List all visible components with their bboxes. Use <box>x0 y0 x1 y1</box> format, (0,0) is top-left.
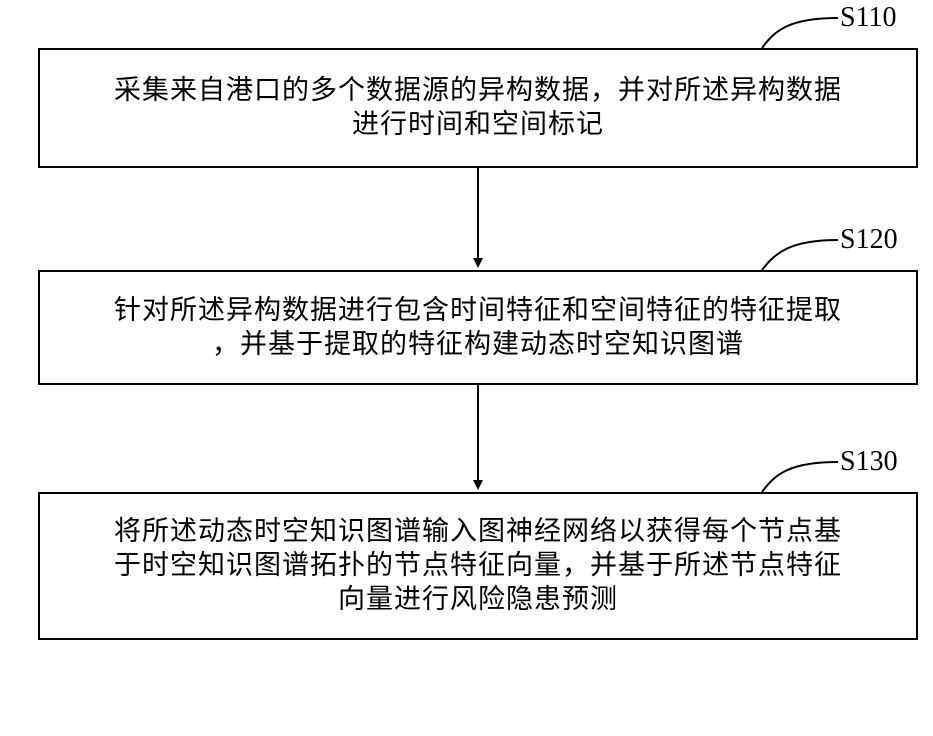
step-3-text-line-2: 于时空知识图谱拓扑的节点特征向量，并基于所述节点特征 <box>114 549 842 583</box>
step-3-box: 将所述动态时空知识图谱输入图神经网络以获得每个节点基 于时空知识图谱拓扑的节点特… <box>38 492 918 640</box>
step-2-label-leader <box>762 240 838 270</box>
step-2-text-line-1: 针对所述异构数据进行包含时间特征和空间特征的特征提取 <box>114 294 842 328</box>
step-3-label-leader <box>762 462 838 492</box>
step-3-text-line-1: 将所述动态时空知识图谱输入图神经网络以获得每个节点基 <box>114 515 842 549</box>
step-3-label: S130 <box>840 446 898 478</box>
step-2-text-line-2: ，并基于提取的特征构建动态时空知识图谱 <box>212 328 744 362</box>
step-1-text-line-2: 进行时间和空间标记 <box>352 108 604 142</box>
step-1-label: S110 <box>840 2 897 34</box>
step-1-box: 采集来自港口的多个数据源的异构数据，并对所述异构数据 进行时间和空间标记 <box>38 48 918 168</box>
step-2-box: 针对所述异构数据进行包含时间特征和空间特征的特征提取 ，并基于提取的特征构建动态… <box>38 270 918 385</box>
step-1-label-leader <box>762 18 838 48</box>
step-3-text-line-3: 向量进行风险隐患预测 <box>338 583 618 617</box>
step-1-text-line-1: 采集来自港口的多个数据源的异构数据，并对所述异构数据 <box>114 74 842 108</box>
step-2-label: S120 <box>840 224 898 256</box>
